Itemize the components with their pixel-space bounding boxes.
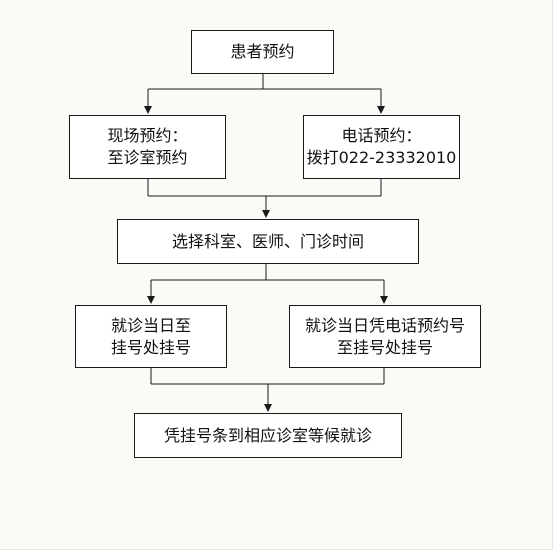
node-patient-appointment: 患者预约 (191, 30, 334, 74)
node-wait-for-consultation-label: 凭挂号条到相应诊室等候就诊 (163, 425, 372, 445)
node-phone-appointment-line1: 电话预约： (341, 126, 422, 145)
node-sameday-phone-line1: 就诊当日凭电话预约号 (304, 315, 465, 335)
node-sameday-phone-registration: 就诊当日凭电话预约号 至挂号处挂号 (289, 305, 481, 368)
node-select-department: 选择科室、医师、门诊时间 (117, 219, 419, 264)
node-onsite-appointment: 现场预约： 至诊室预约 (69, 115, 226, 179)
node-sameday-phone-line2: 至挂号处挂号 (336, 337, 433, 357)
node-sameday-onsite-registration: 就诊当日至 挂号处挂号 (75, 305, 227, 368)
node-phone-appointment: 电话预约： 拨打022-23332010 (303, 115, 460, 179)
node-sameday-onsite-line2: 挂号处挂号 (110, 337, 191, 357)
node-sameday-onsite-line1: 就诊当日至 (110, 315, 191, 335)
node-wait-for-consultation: 凭挂号条到相应诊室等候就诊 (134, 413, 402, 458)
node-select-department-label: 选择科室、医师、门诊时间 (171, 231, 364, 251)
node-onsite-appointment-line1: 现场预约： (107, 126, 188, 145)
node-onsite-appointment-line2: 至诊室预约 (107, 148, 188, 167)
node-phone-appointment-line2: 拨打022-23332010 (306, 148, 457, 167)
node-patient-appointment-label: 患者预约 (230, 42, 295, 61)
